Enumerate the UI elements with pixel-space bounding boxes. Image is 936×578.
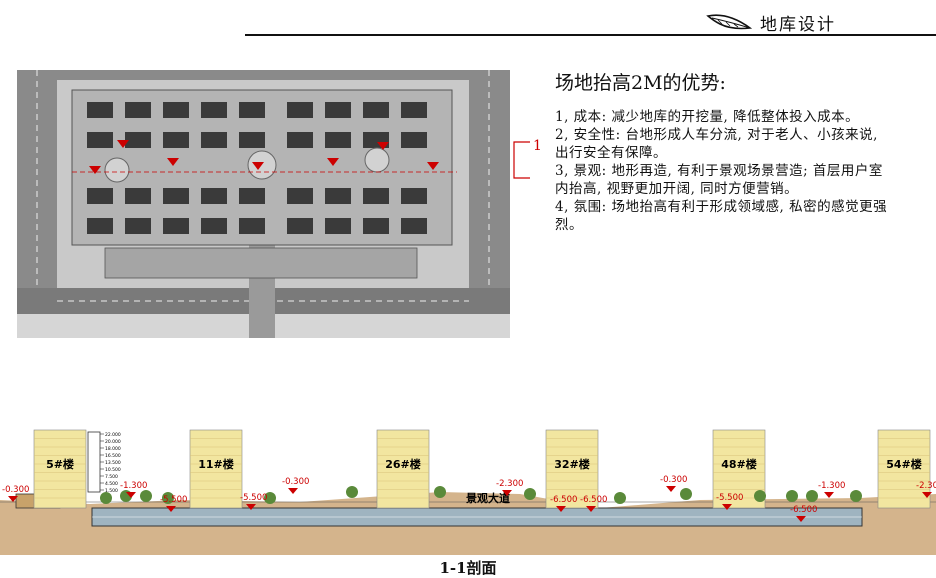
- elevation-marker: -5.500: [716, 493, 743, 510]
- building-label: 32#楼: [554, 457, 590, 471]
- scale-tick-label: 18.000: [105, 446, 121, 452]
- scale-tick-label: 20.000: [105, 439, 121, 445]
- section-marker-number: 1: [533, 138, 542, 154]
- elevation-marker: -6.500: [790, 505, 817, 522]
- svg-text:-2.300: -2.300: [916, 481, 936, 491]
- svg-text:-6.500: -6.500: [580, 495, 607, 505]
- svg-text:-6.500: -6.500: [550, 495, 577, 505]
- plan-building: [363, 102, 389, 118]
- elevation-marker: -2.300: [916, 481, 936, 498]
- elevation-marker: -6.500: [550, 495, 577, 512]
- advantages-title: 场地抬高2M的优势:: [555, 72, 726, 94]
- svg-text:-6.500: -6.500: [790, 505, 817, 515]
- advantage-item: 4, 氛围: 场地抬高有利于形成领域感, 私密的感觉更强烈。: [555, 199, 888, 233]
- elevation-marker: -6.500: [580, 495, 607, 512]
- svg-text:-5.500: -5.500: [240, 493, 267, 503]
- plan-building: [287, 218, 313, 234]
- center-label: 景观大道: [465, 491, 510, 505]
- plan-building: [125, 188, 151, 204]
- elevation-marker: -0.300: [660, 475, 687, 492]
- elevation-marker: -5.500: [160, 495, 187, 512]
- plan-building: [325, 188, 351, 204]
- plan-building: [287, 102, 313, 118]
- plan-building: [201, 188, 227, 204]
- svg-text:-1.300: -1.300: [818, 481, 845, 491]
- elevation-marker: -2.300: [496, 479, 523, 496]
- svg-text:-0.300: -0.300: [282, 477, 309, 487]
- scale-tick-label: 10.500: [105, 467, 121, 473]
- building-label: 48#楼: [721, 457, 757, 471]
- plan-building: [325, 132, 351, 148]
- plan-building: [401, 188, 427, 204]
- plan-building: [401, 102, 427, 118]
- section-caption: 1-1剖面: [439, 559, 497, 577]
- elevation-marker: -0.300: [282, 477, 309, 494]
- plan-building: [125, 102, 151, 118]
- scale-tick-label: 7.500: [105, 474, 118, 480]
- section-building: 11#楼: [189, 429, 243, 509]
- building-label: 11#楼: [198, 457, 234, 471]
- section-building: 48#楼: [712, 429, 766, 509]
- svg-text:-1.300: -1.300: [120, 481, 147, 491]
- plan-building: [363, 188, 389, 204]
- plan-building: [325, 102, 351, 118]
- plan-building: [363, 218, 389, 234]
- section-drawing: 22.00020.00018.00016.50013.50010.5007.50…: [0, 429, 936, 555]
- plan-building: [287, 188, 313, 204]
- plan-building: [163, 132, 189, 148]
- plan-building: [163, 102, 189, 118]
- header-divider: [245, 34, 936, 36]
- plan-building: [87, 102, 113, 118]
- scale-tick-label: 4.500: [105, 481, 118, 487]
- advantages-list: 1, 成本: 减少地库的开挖量, 降低整体投入成本。 2, 安全性: 台地形成人…: [555, 108, 895, 234]
- header-title: 地库设计: [760, 15, 836, 35]
- section-building: 32#楼: [545, 429, 599, 509]
- elevation-marker: -5.500: [240, 493, 267, 510]
- plan-building: [87, 132, 113, 148]
- building-label: 54#楼: [886, 457, 922, 471]
- plan-building: [163, 218, 189, 234]
- elevation-marker: -1.300: [120, 481, 147, 498]
- plan-building: [401, 132, 427, 148]
- plan-building: [163, 188, 189, 204]
- building-label: 5#楼: [46, 457, 74, 471]
- plan-building: [239, 188, 265, 204]
- advantage-item: 3, 景观: 地形再造, 有利于景观场景营造; 首层用户室内抬高, 视野更加开阔…: [555, 163, 883, 197]
- plan-building: [201, 102, 227, 118]
- scale-tick-label: 1.500: [105, 488, 118, 494]
- svg-text:-5.500: -5.500: [160, 495, 187, 505]
- plan-building: [87, 188, 113, 204]
- plan-building: [325, 218, 351, 234]
- svg-text:-2.300: -2.300: [496, 479, 523, 489]
- section-building: 26#楼: [376, 429, 430, 509]
- advantage-item: 2, 安全性: 台地形成人车分流, 对于老人、小孩来说, 出行安全有保障。: [555, 127, 878, 161]
- section-building: 54#楼: [877, 429, 931, 509]
- building-label: 26#楼: [385, 457, 421, 471]
- site-plan: [17, 70, 510, 338]
- scale-tick-label: 16.500: [105, 453, 121, 459]
- plan-building: [239, 132, 265, 148]
- plan-building: [239, 102, 265, 118]
- elevation-marker: -0.300: [2, 485, 29, 502]
- plan-building: [401, 218, 427, 234]
- svg-text:-5.500: -5.500: [716, 493, 743, 503]
- plan-building: [201, 132, 227, 148]
- section-building: 5#楼: [33, 429, 87, 509]
- svg-text:-0.300: -0.300: [660, 475, 687, 485]
- plan-building: [125, 218, 151, 234]
- leaf-icon: [706, 14, 753, 30]
- section-marker: [513, 141, 530, 179]
- svg-text:-0.300: -0.300: [2, 485, 29, 495]
- plan-building: [87, 218, 113, 234]
- plan-building: [201, 218, 227, 234]
- plan-building: [239, 218, 265, 234]
- plan-building: [125, 132, 151, 148]
- advantage-item: 1, 成本: 减少地库的开挖量, 降低整体投入成本。: [555, 109, 860, 125]
- elevation-marker: -1.300: [818, 481, 845, 498]
- scale-tick-label: 13.500: [105, 460, 121, 466]
- plan-building: [287, 132, 313, 148]
- scale-tick-label: 22.000: [105, 432, 121, 438]
